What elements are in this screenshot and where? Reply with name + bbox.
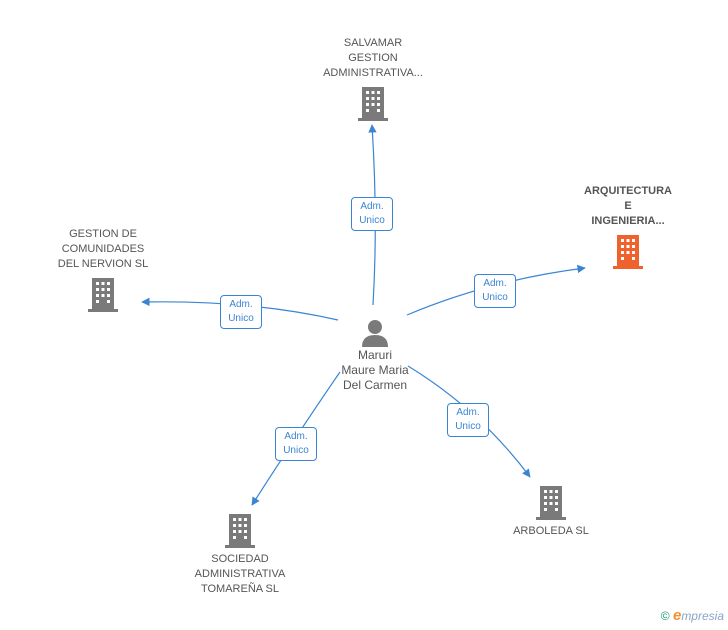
person-name: Maruri Maure Maria Del Carmen [325, 348, 425, 393]
person-name-line: Maruri [357, 348, 392, 362]
company-label-line: COMUNIDADES [61, 243, 145, 255]
relation-badge-gestion[interactable]: Adm. Unico [220, 295, 262, 329]
relation-badge-sociedad[interactable]: Adm. Unico [275, 427, 317, 461]
empresia-logo-mark: e [672, 607, 682, 624]
relation-badge-arquitectura[interactable]: Adm. Unico [474, 274, 516, 308]
company-label: GESTION DE COMUNIDADES DEL NERVION SL [43, 227, 163, 272]
relation-role-detail: Unico [228, 313, 254, 324]
company-label-line: SOCIEDAD [211, 553, 269, 565]
company-label-line: E [624, 200, 632, 212]
relation-role: Adm. [360, 201, 384, 212]
building-icon [88, 278, 118, 312]
company-node-sociedad[interactable]: SOCIEDAD ADMINISTRATIVA TOMAREÑA SL [180, 514, 300, 597]
building-icon [536, 486, 566, 520]
company-node-arboleda[interactable]: ARBOLEDA SL [491, 486, 611, 539]
company-label-line: GESTION DE [69, 228, 137, 240]
copyright-icon: © [660, 609, 670, 623]
company-label-line: ADMINISTRATIVA... [323, 67, 423, 79]
relation-role-detail: Unico [283, 445, 309, 456]
company-label: SALVAMAR GESTION ADMINISTRATIVA... [313, 36, 433, 81]
relation-role-detail: Unico [455, 421, 481, 432]
company-label-line: INGENIERIA... [591, 215, 665, 227]
person-icon [362, 320, 388, 347]
empresia-footer[interactable]: © empresia [661, 607, 724, 624]
relation-role: Adm. [229, 299, 253, 310]
relation-badge-arboleda[interactable]: Adm. Unico [447, 403, 489, 437]
company-label-line: ADMINISTRATIVA [194, 568, 286, 580]
center-person-node[interactable]: Maruri Maure Maria Del Carmen [325, 318, 425, 393]
company-label: ARQUITECTURA E INGENIERIA... [568, 184, 688, 229]
relation-role: Adm. [284, 431, 308, 442]
company-label-line: ARBOLEDA SL [513, 525, 589, 537]
company-label-line: TOMAREÑA SL [200, 583, 280, 595]
company-node-salvamar[interactable]: SALVAMAR GESTION ADMINISTRATIVA... [313, 36, 433, 121]
company-label-line: SALVAMAR [343, 37, 403, 49]
relation-role: Adm. [483, 278, 507, 289]
empresia-logo-text: mpresia [681, 609, 724, 623]
company-node-gestion[interactable]: GESTION DE COMUNIDADES DEL NERVION SL [43, 227, 163, 312]
company-label-line: ARQUITECTURA [584, 185, 672, 197]
building-icon [358, 87, 388, 121]
relation-role-detail: Unico [482, 292, 508, 303]
person-name-line: Maure Maria [341, 363, 409, 377]
relation-role-detail: Unico [359, 215, 385, 226]
building-icon [225, 514, 255, 548]
company-label: ARBOLEDA SL [491, 524, 611, 539]
company-label: SOCIEDAD ADMINISTRATIVA TOMAREÑA SL [180, 552, 300, 597]
building-icon [613, 235, 643, 269]
company-node-arquitectura[interactable]: ARQUITECTURA E INGENIERIA... [568, 184, 688, 269]
company-label-line: GESTION [348, 52, 398, 64]
relation-badge-salvamar[interactable]: Adm. Unico [351, 197, 393, 231]
relation-role: Adm. [456, 407, 480, 418]
person-name-line: Del Carmen [342, 378, 408, 392]
company-label-line: DEL NERVION SL [57, 258, 149, 270]
